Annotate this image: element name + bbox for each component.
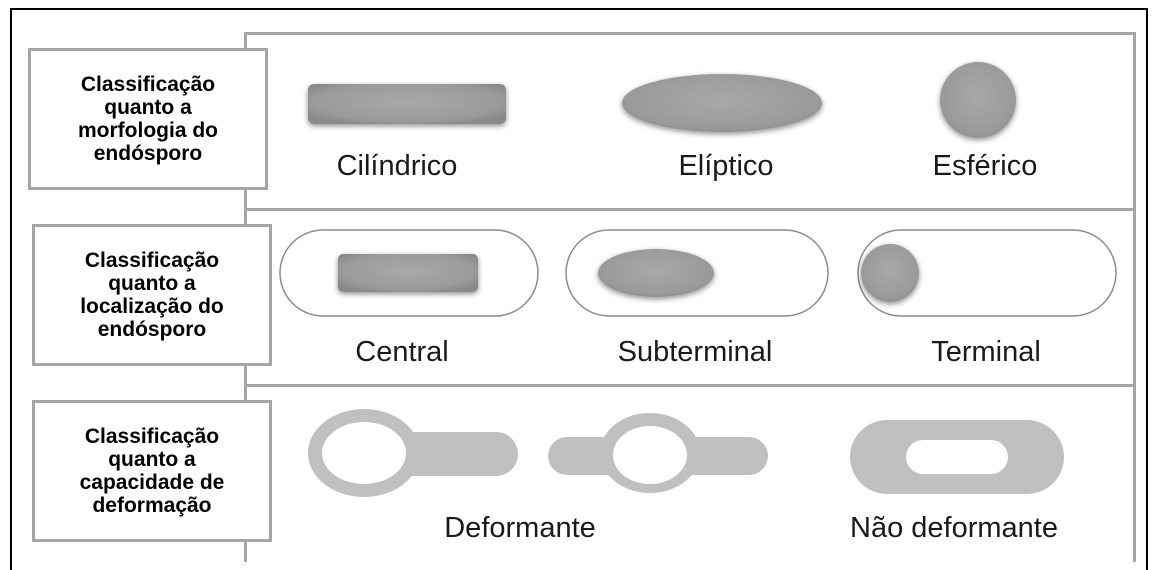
morphology-row-label: Classificação quanto a morfologia do end… — [28, 48, 268, 190]
terminal-spore — [861, 244, 919, 302]
caption-non-deforming: Não deformante — [850, 512, 1058, 545]
deforming-spore-2 — [613, 426, 687, 484]
subterminal-spore — [598, 249, 714, 297]
deforming-spore-1 — [322, 422, 406, 484]
caption-terminal: Terminal — [931, 336, 1041, 369]
caption-elliptical: Elíptico — [678, 150, 773, 183]
spherical-spore — [940, 62, 1016, 138]
non-deforming-spore — [906, 440, 1008, 474]
caption-deforming: Deformante — [444, 512, 596, 545]
location-shapes — [280, 230, 1116, 316]
elliptical-spore — [622, 74, 822, 132]
caption-central: Central — [355, 336, 449, 369]
cylindrical-spore — [308, 84, 506, 124]
morphology-shapes — [308, 62, 1016, 138]
caption-spherical: Esférico — [933, 150, 1038, 183]
location-row-label: Classificação quanto a localização do en… — [32, 224, 272, 366]
deformation-row-label: Classificação quanto a capacidade de def… — [32, 400, 272, 542]
caption-subterminal: Subterminal — [618, 336, 773, 369]
caption-cylindrical: Cilíndrico — [337, 150, 458, 183]
central-spore — [338, 254, 478, 292]
deformation-shapes — [308, 409, 1064, 497]
